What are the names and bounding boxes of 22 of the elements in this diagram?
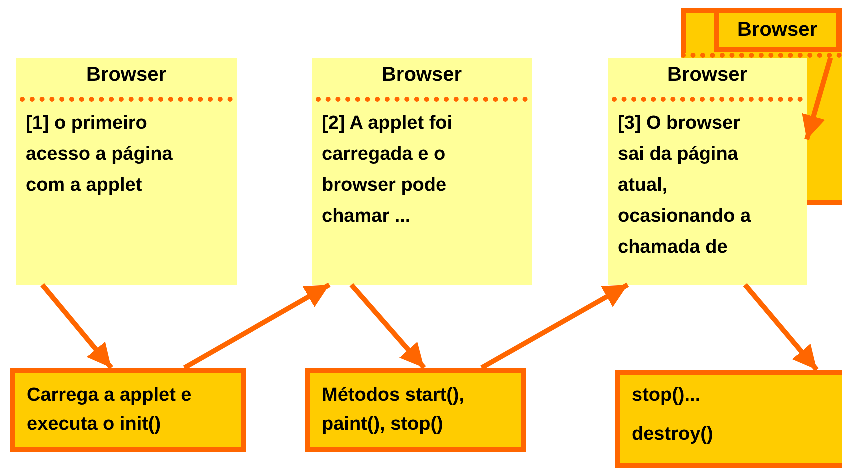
box-text: destroy() xyxy=(632,423,714,447)
method-box xyxy=(305,368,526,452)
arrow xyxy=(480,282,630,370)
box-text: stop()... xyxy=(632,384,702,408)
arrow xyxy=(350,283,426,370)
method-box xyxy=(615,370,842,468)
arrow xyxy=(183,282,331,370)
note-heading: Browser xyxy=(20,64,233,102)
browser-panel xyxy=(681,8,842,58)
arrow xyxy=(40,283,114,370)
arrow xyxy=(802,57,834,140)
note-text: [3] O browser sai da página atual, ocasionando a chamada de xyxy=(618,112,752,260)
note-card xyxy=(312,58,532,285)
note-text: [2] A applet foi carregada e o browser pode chamar ... xyxy=(322,112,454,229)
box-text: Métodos start(), paint(), stop() xyxy=(322,384,466,437)
method-box xyxy=(10,368,246,452)
box-text: Carrega a applet e executa o init() xyxy=(27,384,193,437)
note-heading: Browser xyxy=(316,64,528,102)
note-card xyxy=(608,58,807,285)
note-text: [1] o primeiro acesso a página com a applet xyxy=(26,112,174,198)
note-card xyxy=(16,58,237,285)
arrow xyxy=(743,283,819,372)
